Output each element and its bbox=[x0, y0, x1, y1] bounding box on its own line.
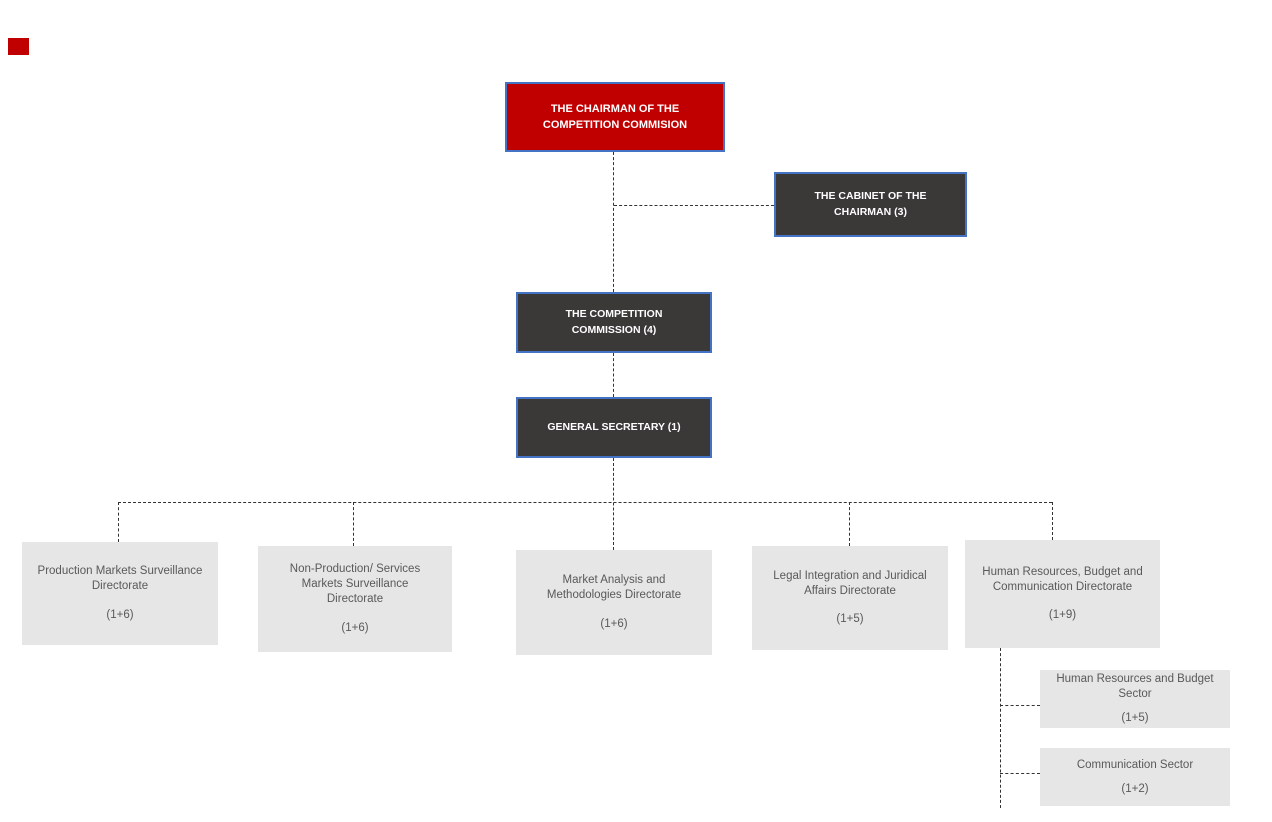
node-commission-label: THE COMPETITION COMMISSION (4) bbox=[565, 308, 663, 336]
node-chairman-label: THE CHAIRMAN OF THE COMPETITION COMMISIO… bbox=[542, 102, 688, 132]
connector-drop-nonproduction bbox=[353, 502, 354, 546]
connector-secretary-down bbox=[613, 458, 614, 550]
connector-drop-production bbox=[118, 502, 119, 542]
directorate-staff-count: (1+6) bbox=[106, 608, 134, 621]
node-cabinet-label: THE CABINET OF THE CHAIRMAN (3) bbox=[814, 190, 927, 218]
node-general-secretary: GENERAL SECRETARY (1) bbox=[516, 397, 712, 458]
connector-to-hr-budget-sector bbox=[1000, 705, 1040, 706]
connector-commission-secretary bbox=[613, 353, 614, 397]
node-sector-hr-budget: Human Resources and Budget Sector (1+5) bbox=[1040, 670, 1230, 728]
directorate-title: Market Analysis and Methodologies Direct… bbox=[546, 574, 682, 602]
directorate-title: Human Resources, Budget and Communicatio… bbox=[982, 565, 1143, 593]
node-directorate-human-resources: Human Resources, Budget and Communicatio… bbox=[965, 540, 1160, 648]
node-cabinet: THE CABINET OF THE CHAIRMAN (3) bbox=[774, 172, 967, 237]
sector-staff-count: (1+2) bbox=[1121, 782, 1149, 795]
directorate-staff-count: (1+9) bbox=[1048, 609, 1077, 622]
node-directorate-nonproduction-markets: Non-Production/ Services Markets Surveil… bbox=[258, 546, 452, 652]
connector-directorates-bus bbox=[118, 502, 1052, 503]
connector-drop-hr bbox=[1052, 502, 1053, 540]
connector-chairman-commission bbox=[613, 152, 614, 292]
node-directorate-production-markets: Production Markets Surveillance Director… bbox=[22, 542, 218, 645]
directorate-title: Legal Integration and Juridical Affairs … bbox=[773, 569, 927, 597]
directorate-staff-count: (1+5) bbox=[836, 613, 864, 626]
directorate-staff-count: (1+6) bbox=[600, 617, 628, 630]
directorate-staff-count: (1+6) bbox=[341, 621, 369, 634]
sector-title: Human Resources and Budget Sector bbox=[1056, 673, 1214, 701]
connector-to-communication-sector bbox=[1000, 773, 1040, 774]
sector-staff-count: (1+5) bbox=[1121, 711, 1149, 724]
node-commission: THE COMPETITION COMMISSION (4) bbox=[516, 292, 712, 353]
directorate-title: Non-Production/ Services Markets Surveil… bbox=[289, 563, 421, 605]
node-sector-communication: Communication Sector (1+2) bbox=[1040, 748, 1230, 806]
red-accent-marker bbox=[8, 38, 29, 55]
node-directorate-legal-integration: Legal Integration and Juridical Affairs … bbox=[752, 546, 948, 650]
node-chairman: THE CHAIRMAN OF THE COMPETITION COMMISIO… bbox=[505, 82, 725, 152]
connector-hr-sectors bbox=[1000, 648, 1001, 808]
node-general-secretary-label: GENERAL SECRETARY (1) bbox=[547, 420, 681, 433]
directorate-title: Production Markets Surveillance Director… bbox=[37, 565, 203, 593]
node-directorate-market-analysis: Market Analysis and Methodologies Direct… bbox=[516, 550, 712, 655]
connector-to-cabinet bbox=[614, 205, 774, 206]
sector-title: Communication Sector bbox=[1076, 758, 1194, 771]
connector-drop-legal bbox=[849, 502, 850, 546]
